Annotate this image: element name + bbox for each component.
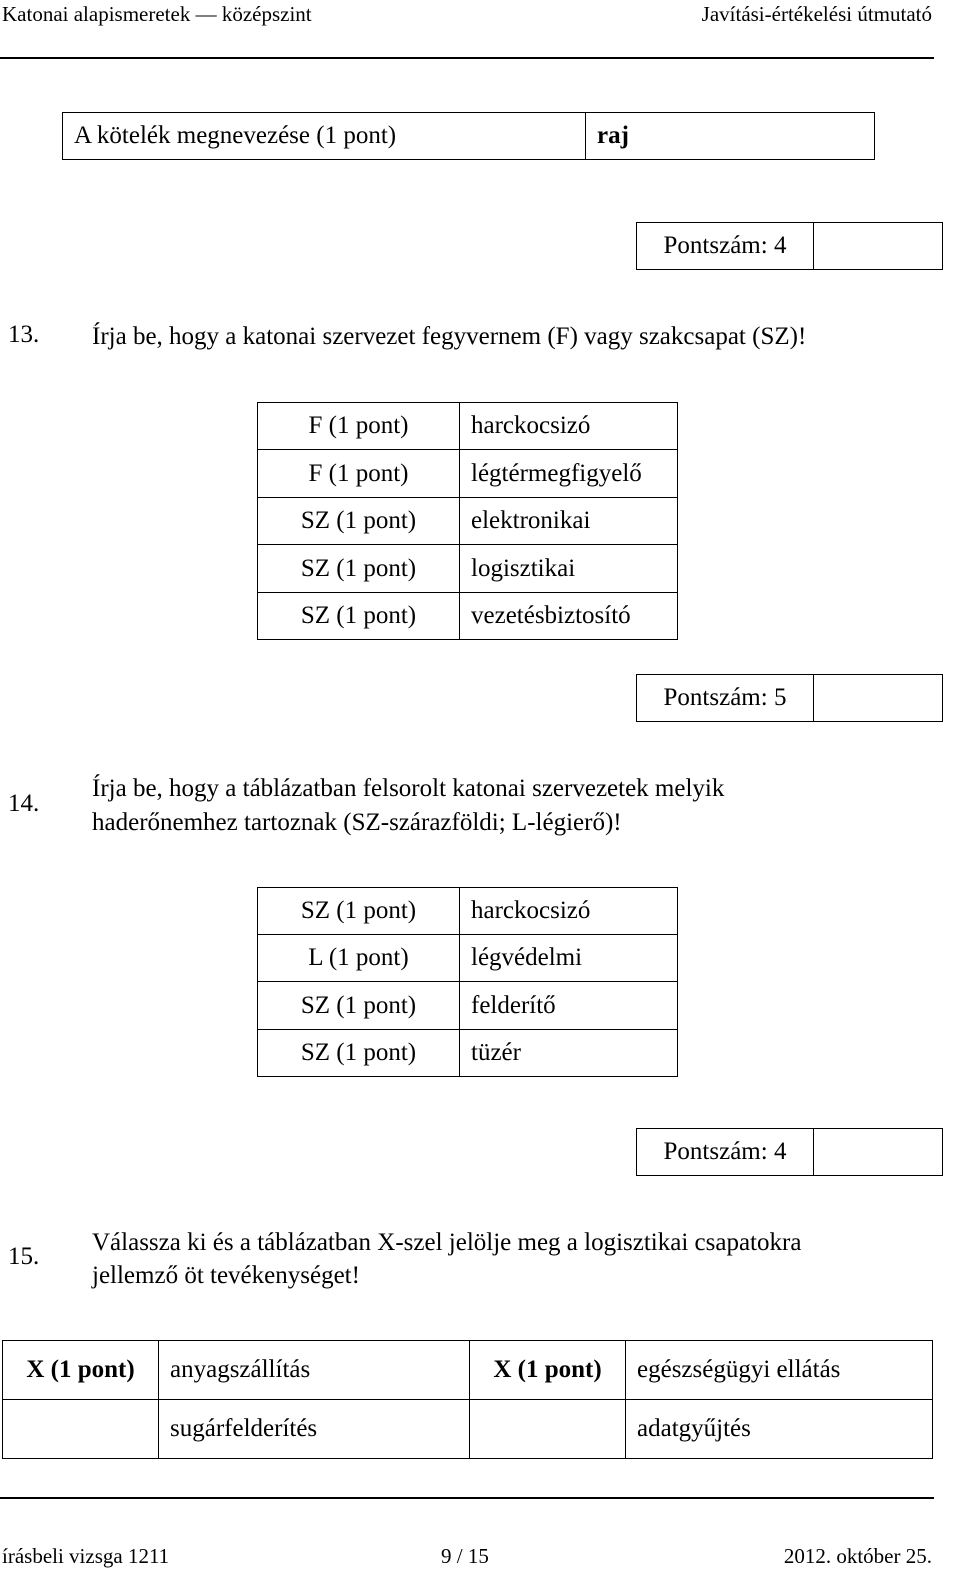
score-box-12: Pontszám: 4 <box>636 222 943 270</box>
table-row: SZ (1 pont) felderítő <box>257 981 678 1030</box>
answer-cell: SZ (1 pont) <box>257 497 460 545</box>
answer-cell: SZ (1 pont) <box>257 887 460 935</box>
footer-left: írásbeli vizsga 1211 <box>2 1544 170 1568</box>
question-15-text-line2: jellemző öt tevékenységet! <box>92 1262 360 1289</box>
item-cell: légvédelmi <box>459 934 678 982</box>
answer-cell: SZ (1 pont) <box>257 592 460 640</box>
bond-table: A kötelék megnevezése (1 pont) raj <box>62 112 875 160</box>
table-row: sugárfelderítés adatgyűjtés <box>2 1399 933 1459</box>
table-row: X (1 pont) anyagszállítás X (1 pont) egé… <box>2 1340 933 1400</box>
table-row: L (1 pont) légvédelmi <box>257 934 678 982</box>
mark-cell: X (1 pont) <box>2 1340 159 1400</box>
table-row: SZ (1 pont) vezetésbiztosító <box>257 592 678 640</box>
answer-cell: L (1 pont) <box>257 934 460 982</box>
answer-cell: F (1 pont) <box>257 402 460 450</box>
score-label: Pontszám: 5 <box>636 674 814 722</box>
score-label: Pontszám: 4 <box>636 222 814 270</box>
footer-rule <box>0 1497 934 1499</box>
answer-cell: SZ (1 pont) <box>257 981 460 1030</box>
table-row: SZ (1 pont) tüzér <box>257 1029 678 1077</box>
item-cell: logisztikai <box>459 544 678 593</box>
question-14-number: 14. <box>8 790 40 817</box>
item-cell: tüzér <box>459 1029 678 1077</box>
score-box-14: Pontszám: 4 <box>636 1128 943 1176</box>
bond-answer: raj <box>585 112 875 160</box>
question-14-text-line1: Írja be, hogy a táblázatban felsorolt ka… <box>92 775 725 802</box>
item-cell: harckocsizó <box>459 887 678 935</box>
score-value-empty <box>813 1128 943 1176</box>
table-row: SZ (1 pont) elektronikai <box>257 497 678 545</box>
score-box-13: Pontszám: 5 <box>636 674 943 722</box>
activity-cell: egészségügyi ellátás <box>625 1340 933 1400</box>
footer-right: 2012. október 25. <box>783 1544 932 1568</box>
answer-cell: SZ (1 pont) <box>257 544 460 593</box>
table-row: SZ (1 pont) harckocsizó <box>257 887 678 935</box>
question-15-number: 15. <box>8 1243 40 1270</box>
q15-table: X (1 pont) anyagszállítás X (1 pont) egé… <box>2 1340 933 1459</box>
score-value-empty <box>813 674 943 722</box>
q14-table: SZ (1 pont) harckocsizó L (1 pont) légvé… <box>257 887 678 1077</box>
page-number: 9 / 15 <box>441 1544 489 1568</box>
question-15-text-line1: Válassza ki és a táblázatban X-szel jelö… <box>92 1229 802 1256</box>
header-left: Katonai alapismeretek — középszint <box>2 2 312 26</box>
header-rule <box>0 57 934 59</box>
answer-cell: F (1 pont) <box>257 449 460 498</box>
item-cell: elektronikai <box>459 497 678 545</box>
table-row: SZ (1 pont) logisztikai <box>257 544 678 593</box>
mark-cell <box>2 1399 159 1459</box>
question-14-text-line2: haderőnemhez tartoznak (SZ-szárazföldi; … <box>92 809 622 836</box>
q13-table: F (1 pont) harckocsizó F (1 pont) légtér… <box>257 402 678 640</box>
answer-cell: SZ (1 pont) <box>257 1029 460 1077</box>
question-13-number: 13. <box>8 321 40 348</box>
item-cell: harckocsizó <box>459 402 678 450</box>
header-right: Javítási-értékelési útmutató <box>701 2 932 26</box>
score-value-empty <box>813 222 943 270</box>
table-row: F (1 pont) légtérmegfigyelő <box>257 449 678 498</box>
mark-cell: X (1 pont) <box>469 1340 626 1400</box>
activity-cell: anyagszállítás <box>158 1340 470 1400</box>
score-label: Pontszám: 4 <box>636 1128 814 1176</box>
activity-cell: sugárfelderítés <box>158 1399 470 1459</box>
question-13-text: Írja be, hogy a katonai szervezet fegyve… <box>92 323 807 350</box>
item-cell: felderítő <box>459 981 678 1030</box>
mark-cell <box>469 1399 626 1459</box>
table-row: F (1 pont) harckocsizó <box>257 402 678 450</box>
item-cell: vezetésbiztosító <box>459 592 678 640</box>
activity-cell: adatgyűjtés <box>625 1399 933 1459</box>
item-cell: légtérmegfigyelő <box>459 449 678 498</box>
bond-label: A kötelék megnevezése (1 pont) <box>62 112 586 160</box>
